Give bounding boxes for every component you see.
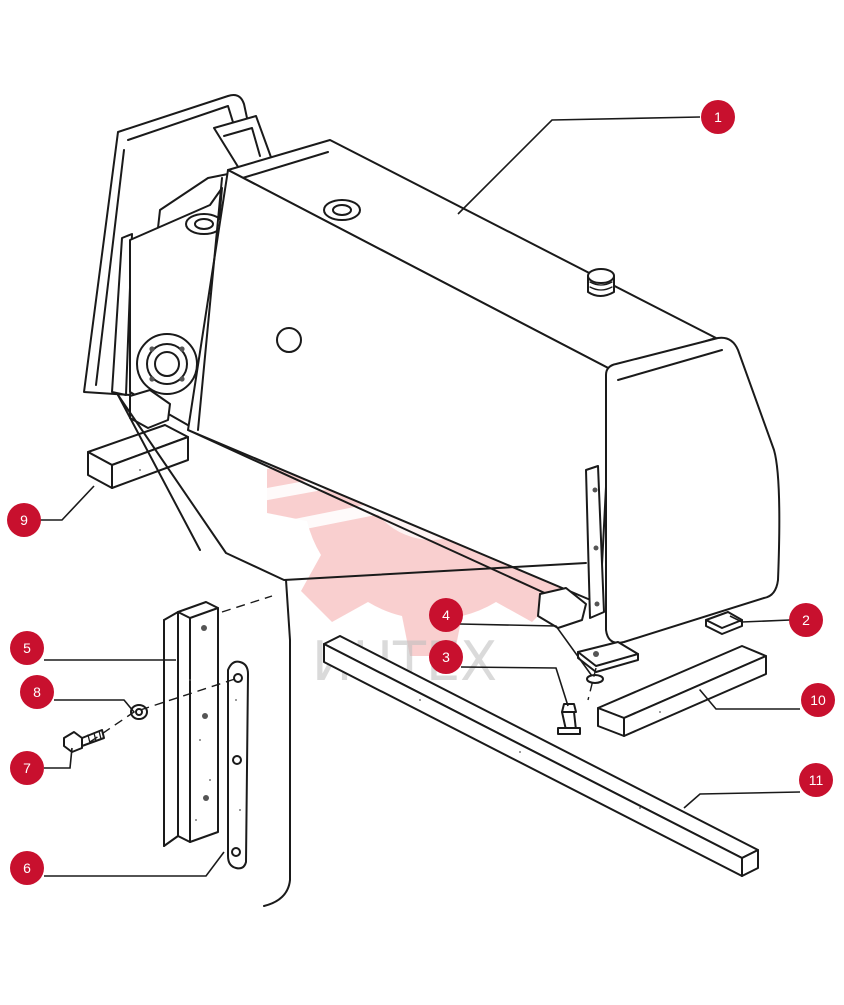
callout-9-label: 9 [20, 512, 28, 528]
callout-9: 9 [7, 503, 41, 537]
callout-1-label: 1 [714, 109, 722, 125]
callout-7-label: 7 [23, 760, 31, 776]
callout-2-label: 2 [802, 612, 810, 628]
part-1-tank [83, 94, 781, 644]
callout-8: 8 [20, 675, 54, 709]
wood-texture [139, 469, 701, 821]
callout-6-label: 6 [23, 860, 31, 876]
part-4-mounting-plate [577, 641, 639, 673]
callout-8-label: 8 [33, 684, 41, 700]
callout-4-label: 4 [442, 607, 450, 623]
callout-10-label: 10 [810, 692, 826, 708]
part-10-wood-block [597, 645, 767, 737]
callout-6: 6 [10, 851, 44, 885]
callout-5-label: 5 [23, 640, 31, 656]
callout-10: 10 [801, 683, 835, 717]
callout-2: 2 [789, 603, 823, 637]
callout-5: 5 [10, 631, 44, 665]
part-5-channel-bracket [163, 601, 219, 847]
part-6-strip [227, 660, 249, 870]
part-2-foot-pad [705, 611, 743, 635]
leader-lines [40, 116, 801, 877]
callout-4: 4 [429, 598, 463, 632]
callout-1: 1 [701, 100, 735, 134]
callout-11: 11 [799, 763, 833, 797]
callout-3-label: 3 [442, 649, 450, 665]
callout-11-label: 11 [809, 772, 824, 788]
callout-7: 7 [10, 751, 44, 785]
part-11-wood-beam [323, 635, 759, 877]
part-7-bolt [63, 729, 105, 753]
part-3-bolt [557, 674, 604, 735]
detail-connector-lines [89, 394, 597, 907]
callout-3: 3 [429, 640, 463, 674]
